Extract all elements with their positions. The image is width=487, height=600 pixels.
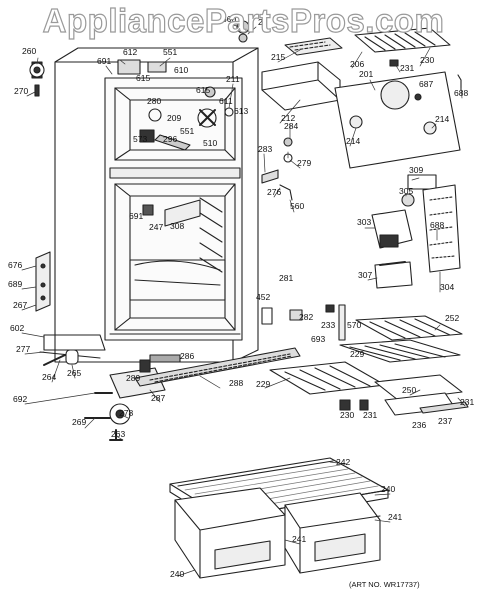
part-label: 615	[136, 73, 150, 83]
part-label: 279	[297, 158, 311, 168]
part-label: 265	[67, 368, 81, 378]
part-label: 308	[170, 221, 184, 231]
part-label: 233	[321, 320, 335, 330]
part-label: 229	[256, 379, 270, 389]
part-label: 692	[13, 394, 27, 404]
part-label: 250	[402, 385, 416, 395]
part-label: 284	[284, 121, 298, 131]
part-label: 288	[229, 378, 243, 388]
toe-grille	[134, 347, 301, 387]
part-label: 687	[419, 79, 433, 89]
part-label: 551	[180, 126, 194, 136]
part-label: 304	[440, 282, 454, 292]
part-label: 560	[290, 201, 304, 211]
part-label: 263	[111, 429, 125, 439]
part-label: 276	[267, 187, 281, 197]
crisper-drawers	[169, 457, 389, 579]
part-label: 231	[400, 63, 414, 73]
part-label: 209	[167, 113, 181, 123]
part-label: 278	[119, 408, 133, 418]
part-label: 303	[357, 217, 371, 227]
part-label: 231	[363, 410, 377, 420]
part-label: 305	[399, 186, 413, 196]
part-label: 570	[347, 320, 361, 330]
part-label: 241	[292, 534, 306, 544]
part-label: 230	[340, 410, 354, 420]
part-label: 281	[279, 273, 293, 283]
part-label: 282	[299, 312, 313, 322]
part-label: 206	[350, 59, 364, 69]
control-parts	[371, 174, 461, 289]
part-label: 2	[258, 17, 263, 27]
part-labels: 560 2 260 612 551 691 610 615 211 270 280 615 611 209…	[8, 14, 474, 579]
part-label: 264	[42, 372, 56, 382]
part-label: 260	[22, 46, 36, 56]
part-label: 252	[445, 313, 459, 323]
part-label: 602	[10, 323, 24, 333]
leader-lines	[21, 23, 466, 577]
part-label: 689	[8, 279, 22, 289]
part-label: 267	[13, 300, 27, 310]
part-label: 560	[222, 14, 236, 24]
part-label: 289	[126, 373, 140, 383]
part-label: 236	[412, 420, 426, 430]
part-label: 269	[72, 417, 86, 427]
part-label: 277	[16, 344, 30, 354]
part-label: 283	[258, 144, 272, 154]
part-label: 280	[147, 96, 161, 106]
part-label: 612	[123, 47, 137, 57]
part-label: 237	[438, 416, 452, 426]
part-label: 573	[133, 134, 147, 144]
part-label: 309	[409, 165, 423, 175]
part-label: 615	[196, 85, 210, 95]
fresh-food-parts	[142, 199, 201, 363]
freezer-parts	[117, 59, 234, 151]
shelves	[261, 304, 469, 416]
part-label: 691	[97, 56, 111, 66]
part-label: 214	[346, 136, 360, 146]
part-label: 693	[311, 334, 325, 344]
part-label: 231	[460, 397, 474, 407]
part-label: 247	[149, 222, 163, 232]
part-label: 307	[358, 270, 372, 280]
part-label: 510	[203, 138, 217, 148]
part-label: 611	[219, 96, 233, 106]
part-label: 452	[256, 292, 270, 302]
part-label: 240	[381, 484, 395, 494]
part-label: 229	[350, 349, 364, 359]
freezer-shelf-parts	[236, 20, 462, 201]
part-label: 240	[170, 569, 184, 579]
part-label: 241	[388, 512, 402, 522]
part-label: 286	[180, 351, 194, 361]
part-label: 215	[271, 52, 285, 62]
part-label: 230	[420, 55, 434, 65]
part-label: 688	[454, 88, 468, 98]
part-label: 211	[226, 74, 240, 84]
art-number: (ART NO. WR17737)	[349, 580, 420, 589]
part-label: 242	[336, 457, 350, 467]
part-label: 691	[129, 211, 143, 221]
part-label: 212	[281, 113, 295, 123]
part-label: 270	[14, 86, 28, 96]
part-label: 613	[234, 106, 248, 116]
part-label: 214	[435, 114, 449, 124]
part-label: 551	[163, 47, 177, 57]
part-label: 676	[8, 260, 22, 270]
part-label: 287	[151, 393, 165, 403]
hinge-hardware	[29, 61, 166, 441]
part-label: 201	[359, 69, 373, 79]
part-label: 688	[430, 220, 444, 230]
part-label: 610	[174, 65, 188, 75]
part-label: 296	[163, 134, 177, 144]
